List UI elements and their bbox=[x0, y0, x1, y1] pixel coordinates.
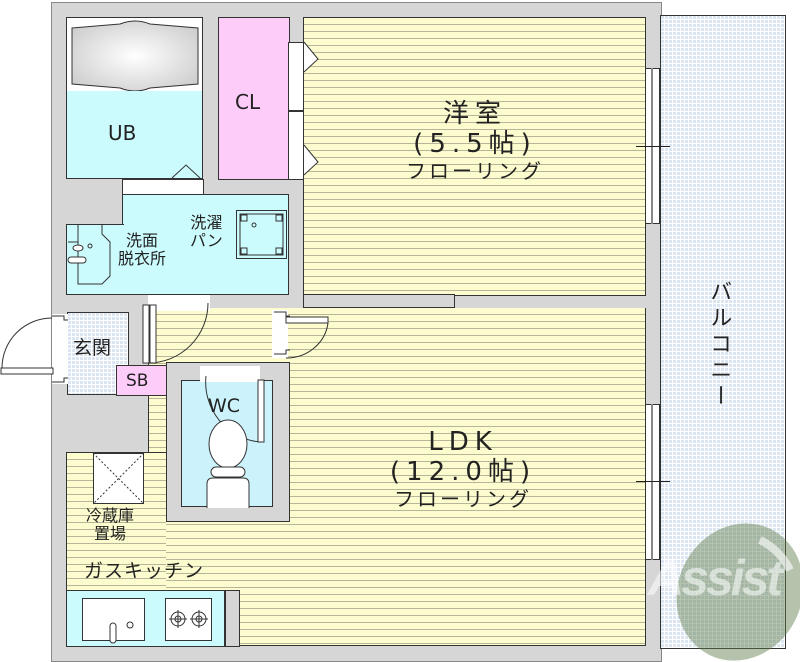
washroom-label-line1: 洗面 bbox=[126, 231, 159, 250]
bathtub-icon bbox=[71, 20, 199, 92]
closet-label: CL bbox=[235, 90, 261, 114]
closet-door-icon bbox=[303, 41, 319, 176]
entrance-door-icon bbox=[0, 314, 68, 384]
unit-bath-label: UB bbox=[108, 121, 137, 145]
unit-bath bbox=[66, 91, 203, 179]
ldk-floor: フローリング bbox=[394, 486, 532, 511]
fridge-space-label: 冷蔵庫 置場 bbox=[86, 506, 135, 544]
entrance-label: 玄関 bbox=[73, 337, 112, 359]
western-room-size: (5.5帖) bbox=[413, 128, 537, 159]
washroom-door-icon bbox=[142, 295, 210, 364]
kitchen-label: ガスキッチン bbox=[84, 560, 205, 582]
partition-wall bbox=[303, 294, 455, 308]
western-room-name: 洋室 bbox=[442, 99, 507, 129]
washroom-label-line2: 脱衣所 bbox=[118, 249, 167, 269]
watermark-text: Assist bbox=[648, 550, 783, 606]
ldk-label: LDK (12.0帖) フローリング bbox=[368, 427, 558, 511]
fridge-space-label-line1: 冷蔵庫 bbox=[86, 506, 135, 525]
closet-door-lower bbox=[288, 111, 304, 180]
assist-logo-watermark bbox=[676, 523, 800, 661]
window-mark bbox=[636, 481, 670, 482]
kitchen-wall bbox=[225, 590, 240, 647]
shoe-box-label: SB bbox=[126, 371, 149, 391]
toilet-bowl-icon bbox=[206, 419, 250, 508]
vanity-sink-icon bbox=[67, 224, 111, 285]
balcony-label: バルコニー bbox=[706, 280, 732, 410]
closet-door-upper bbox=[288, 42, 304, 111]
washing-pan-label: 洗濯 パン bbox=[190, 213, 223, 251]
ldk-name: LDK bbox=[428, 427, 498, 457]
western-room-door-icon bbox=[272, 310, 329, 359]
western-room-label: 洋室 (5.5帖) フローリング bbox=[380, 99, 570, 183]
toilet-door-frame bbox=[200, 366, 260, 382]
bath-door-icon bbox=[171, 164, 201, 179]
fridge-space-icon bbox=[92, 452, 145, 505]
toilet-label: WC bbox=[208, 395, 241, 417]
gas-stove-icon bbox=[165, 598, 212, 641]
western-room bbox=[303, 17, 646, 296]
washroom-label: 洗面 脱衣所 bbox=[118, 231, 167, 269]
bath-door-frame bbox=[122, 179, 204, 195]
window-mark bbox=[636, 146, 670, 147]
fridge-space-label-line2: 置場 bbox=[94, 524, 127, 544]
kitchen-sink-icon bbox=[82, 598, 145, 644]
washing-pan-icon bbox=[236, 210, 287, 259]
shoe-box bbox=[116, 365, 168, 396]
washing-pan-label-line2: パン bbox=[190, 231, 223, 251]
western-room-floor: フローリング bbox=[406, 158, 544, 183]
closet bbox=[218, 17, 290, 180]
washing-pan-label-line1: 洗濯 bbox=[190, 213, 223, 232]
ldk-size: (12.0帖) bbox=[389, 456, 537, 487]
ldk-room bbox=[148, 308, 646, 646]
window-ldk-sash bbox=[651, 404, 653, 560]
toilet-door-icon bbox=[205, 375, 265, 443]
